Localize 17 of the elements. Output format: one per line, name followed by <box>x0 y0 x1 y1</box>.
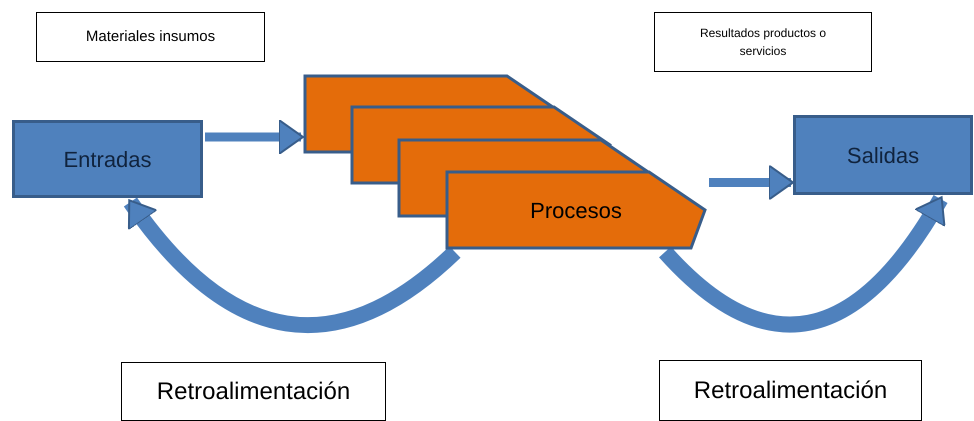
node-label: Procesos <box>530 196 622 224</box>
node-label: Resultados productos o servicios <box>698 25 828 60</box>
label-box <box>121 362 386 421</box>
node-label: Entradas <box>63 146 152 174</box>
arrow <box>659 194 948 332</box>
node-label: Retroalimentación <box>694 376 888 406</box>
node-label: Retroalimentación <box>156 376 350 406</box>
note-box <box>654 12 872 72</box>
arrow <box>124 197 460 333</box>
process-box <box>12 120 203 198</box>
node-label: Salidas <box>846 142 920 170</box>
node-label: Materiales insumos <box>86 26 216 47</box>
note-box <box>36 12 265 62</box>
arrow <box>709 164 794 200</box>
label-box <box>659 360 922 421</box>
process-box <box>793 115 973 195</box>
arrow <box>205 119 304 155</box>
